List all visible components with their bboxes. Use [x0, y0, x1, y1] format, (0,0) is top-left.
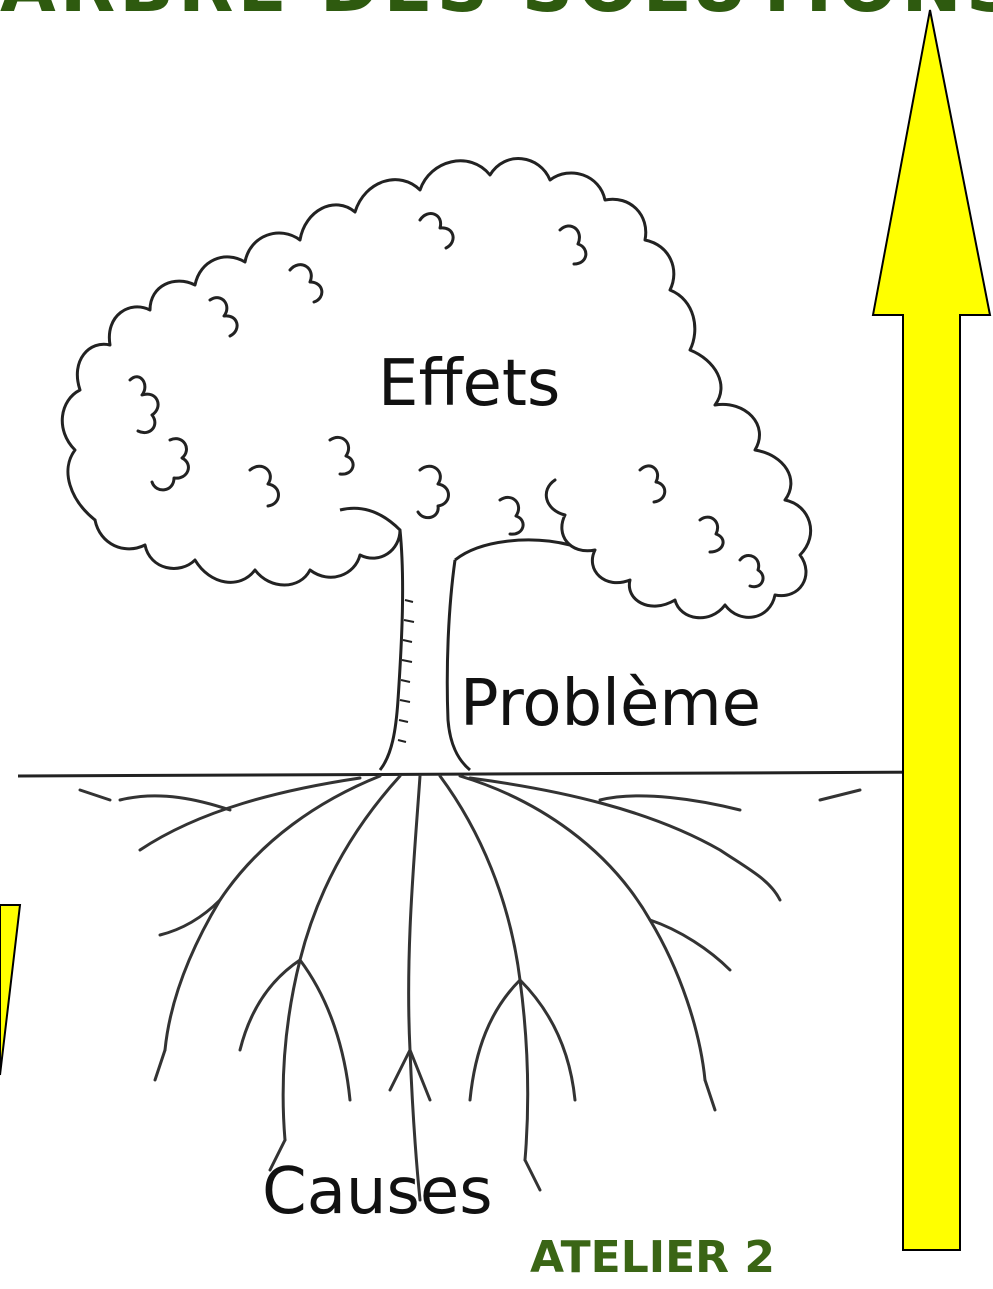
effects-label: Effets [378, 347, 561, 421]
page-title: ARBRE DES SOLUTIONS [0, 0, 993, 26]
problem-label: Problème [460, 667, 762, 741]
tree-trunk [339, 506, 571, 772]
upward-arrow [871, 9, 992, 1251]
tree-roots [78, 774, 862, 1202]
causes-label: Causes [262, 1155, 493, 1229]
left-arrow-partial [0, 904, 22, 1076]
tree-canopy [60, 157, 813, 620]
workshop-label: ATELIER 2 [530, 1232, 775, 1283]
ground-line [17, 770, 961, 778]
